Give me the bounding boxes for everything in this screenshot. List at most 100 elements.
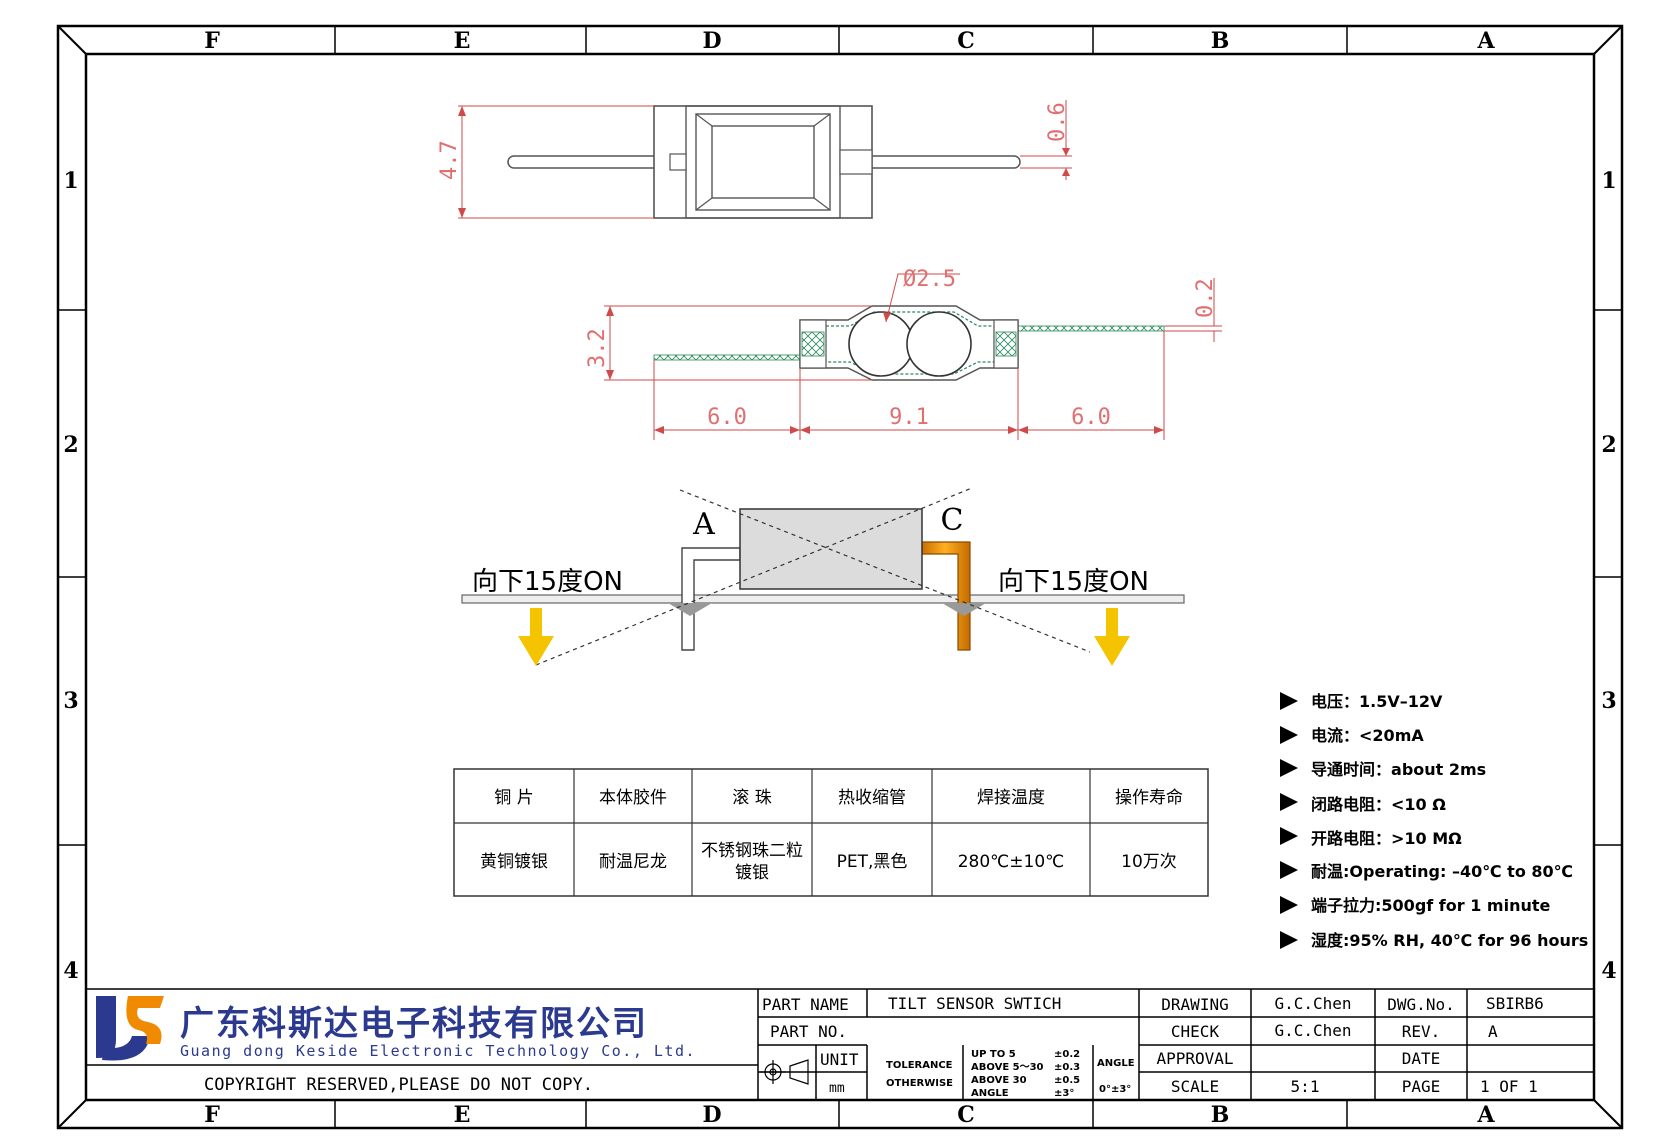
- spec-item: 耐温:Operating: –40℃ to 80℃: [1280, 861, 1573, 881]
- sensor-body-tilt: [739, 508, 923, 590]
- tilt-text-right: 向下15度ON: [998, 567, 1149, 597]
- bullet-triangle-icon: [1280, 861, 1298, 879]
- table-header-cell: 本体胶件: [599, 788, 667, 808]
- spec-item: 电流：<20mA: [1280, 726, 1424, 745]
- down-arrow-icon: [518, 608, 554, 666]
- part-name-label: PART NAME: [762, 995, 849, 1014]
- otherwise-label: OTHERWISE: [886, 1078, 953, 1089]
- dimension-body-length: 9.1: [889, 405, 929, 430]
- part-no-label: PART NO.: [770, 1022, 847, 1041]
- column-label: C: [957, 1102, 975, 1128]
- spec-value: :95% RH, 40℃ for 96 hours: [1343, 931, 1588, 950]
- ball-right: [906, 311, 972, 377]
- column-label: A: [1476, 28, 1495, 54]
- ball-left: [848, 311, 914, 377]
- drawing-label: DRAWING: [1161, 995, 1228, 1014]
- unit-value: mm: [829, 1081, 845, 1096]
- table-cell: 耐温尼龙: [599, 852, 667, 872]
- scale-value: 5:1: [1291, 1077, 1320, 1096]
- tolerance-row-label: ABOVE 30: [971, 1075, 1027, 1086]
- spec-value: about 2ms: [1391, 760, 1486, 779]
- spec-label: 开路电阻：: [1311, 829, 1391, 848]
- projection-symbol-icon: [760, 1059, 809, 1085]
- column-label: A: [1476, 1102, 1495, 1128]
- rev-label: REV.: [1402, 1022, 1441, 1041]
- svg-text:端子拉力:500gf for 1 minute: 端子拉力:500gf for 1 minute: [1311, 896, 1551, 915]
- spec-label: 电压：: [1311, 692, 1359, 711]
- approval-label: APPROVAL: [1156, 1049, 1233, 1068]
- company-name-en: Guang dong Keside Electronic Technology …: [180, 1042, 696, 1060]
- dwg-no-label: DWG.No.: [1387, 995, 1454, 1014]
- tolerance-row-label: UP TO 5: [971, 1049, 1016, 1060]
- column-label: E: [454, 28, 471, 54]
- label-terminal-a: A: [692, 507, 715, 542]
- svg-text:开路电阻：>10 MΩ: 开路电阻：>10 MΩ: [1311, 829, 1462, 848]
- column-label: C: [957, 28, 975, 54]
- spec-item: 湿度:95% RH, 40℃ for 96 hours: [1280, 931, 1588, 950]
- table-header-cell: 操作寿命: [1115, 788, 1183, 808]
- row-label: 3: [63, 688, 78, 714]
- sensor-body: [653, 105, 873, 219]
- row-label: 1: [1601, 168, 1616, 194]
- row-label: 4: [1601, 958, 1616, 984]
- tolerance-row-label: ABOVE 5～30: [971, 1062, 1044, 1073]
- spec-label: 导通时间：: [1311, 760, 1391, 779]
- spec-value: <20mA: [1359, 726, 1424, 745]
- tolerance-row-label: ANGLE: [971, 1088, 1009, 1099]
- svg-text:耐温:Operating: –40℃ to 80℃: 耐温:Operating: –40℃ to 80℃: [1311, 862, 1573, 881]
- tolerance-row-value: ±3°: [1054, 1088, 1074, 1099]
- svg-text:湿度:95% RH, 40℃ for 96 hours: 湿度:95% RH, 40℃ for 96 hours: [1310, 931, 1588, 950]
- table-cell: 280℃±10℃: [958, 852, 1065, 872]
- pcb-board: [461, 594, 1185, 604]
- page-label: PAGE: [1402, 1077, 1441, 1096]
- drawing-value: G.C.Chen: [1274, 994, 1351, 1013]
- spec-value: <10 Ω: [1391, 795, 1446, 814]
- unit-label: UNIT: [820, 1050, 859, 1069]
- spec-list: 电压：1.5V–12V 电流：<20mA 导通时间：about 2ms 闭路电阻…: [1280, 692, 1588, 950]
- dimension-left-lead: 6.0: [707, 405, 747, 430]
- angle-value: 0°±3°: [1099, 1084, 1131, 1095]
- table-header-cell: 滚 珠: [732, 788, 771, 808]
- column-label: B: [1211, 28, 1230, 54]
- materials-table: 铜 片 本体胶件 滚 珠 热收缩管 焊接温度 操作寿命 黄铜镀银 耐温尼龙 不锈…: [453, 768, 1209, 897]
- tolerance-row-value: ±0.3: [1054, 1062, 1080, 1073]
- spec-item: 电压：1.5V–12V: [1280, 692, 1443, 711]
- spec-label: 端子拉力: [1311, 896, 1375, 915]
- copyright-notice: COPYRIGHT RESERVED,PLEASE DO NOT COPY.: [204, 1075, 593, 1095]
- spec-label: 耐温: [1311, 862, 1343, 881]
- svg-text:导通时间：about 2ms: 导通时间：about 2ms: [1311, 760, 1486, 779]
- column-label: F: [204, 1102, 220, 1128]
- svg-text:闭路电阻：<10 Ω: 闭路电阻：<10 Ω: [1311, 795, 1446, 814]
- bullet-triangle-icon: [1280, 931, 1298, 949]
- dimension-ball-diameter: Ø2.5: [903, 267, 956, 292]
- dimension-height-top: 4.7: [437, 140, 462, 180]
- top-view: 4.7 0.6: [437, 100, 1072, 219]
- angle-label: ANGLE: [1097, 1058, 1135, 1069]
- tolerance-row-value: ±0.2: [1054, 1049, 1080, 1060]
- part-name-value: TILT SENSOR SWTICH: [888, 994, 1061, 1013]
- spec-item: 端子拉力:500gf for 1 minute: [1280, 896, 1551, 915]
- date-label: DATE: [1402, 1049, 1441, 1068]
- company-name-cn: 广东科斯达电子科技有限公司: [180, 1004, 648, 1044]
- spec-label: 电流：: [1311, 726, 1359, 745]
- table-cell: PET,黑色: [837, 852, 908, 872]
- border-frame: F E D C B A F E D C B A 1 2 3 4 1 2 3 4: [56, 24, 1624, 1130]
- bullet-triangle-icon: [1280, 726, 1298, 744]
- table-header-cell: 焊接温度: [977, 788, 1045, 808]
- spec-label: 闭路电阻：: [1311, 795, 1391, 814]
- table-cell: 镀银: [735, 863, 769, 883]
- spec-item: 导通时间：about 2ms: [1280, 759, 1486, 779]
- column-label: E: [454, 1102, 471, 1128]
- tilt-text-left: 向下15度ON: [472, 567, 623, 597]
- dimension-lead-top: 0.6: [1045, 102, 1070, 142]
- check-value: G.C.Chen: [1274, 1021, 1351, 1040]
- column-label: B: [1211, 1102, 1230, 1128]
- tolerance-row-value: ±0.5: [1054, 1075, 1080, 1086]
- table-cell: 黄铜镀银: [480, 852, 548, 872]
- spec-value: 1.5V–12V: [1359, 692, 1443, 711]
- row-label: 2: [1601, 432, 1616, 458]
- check-label: CHECK: [1171, 1022, 1220, 1041]
- bullet-triangle-icon: [1280, 793, 1298, 811]
- bullet-triangle-icon: [1280, 896, 1298, 914]
